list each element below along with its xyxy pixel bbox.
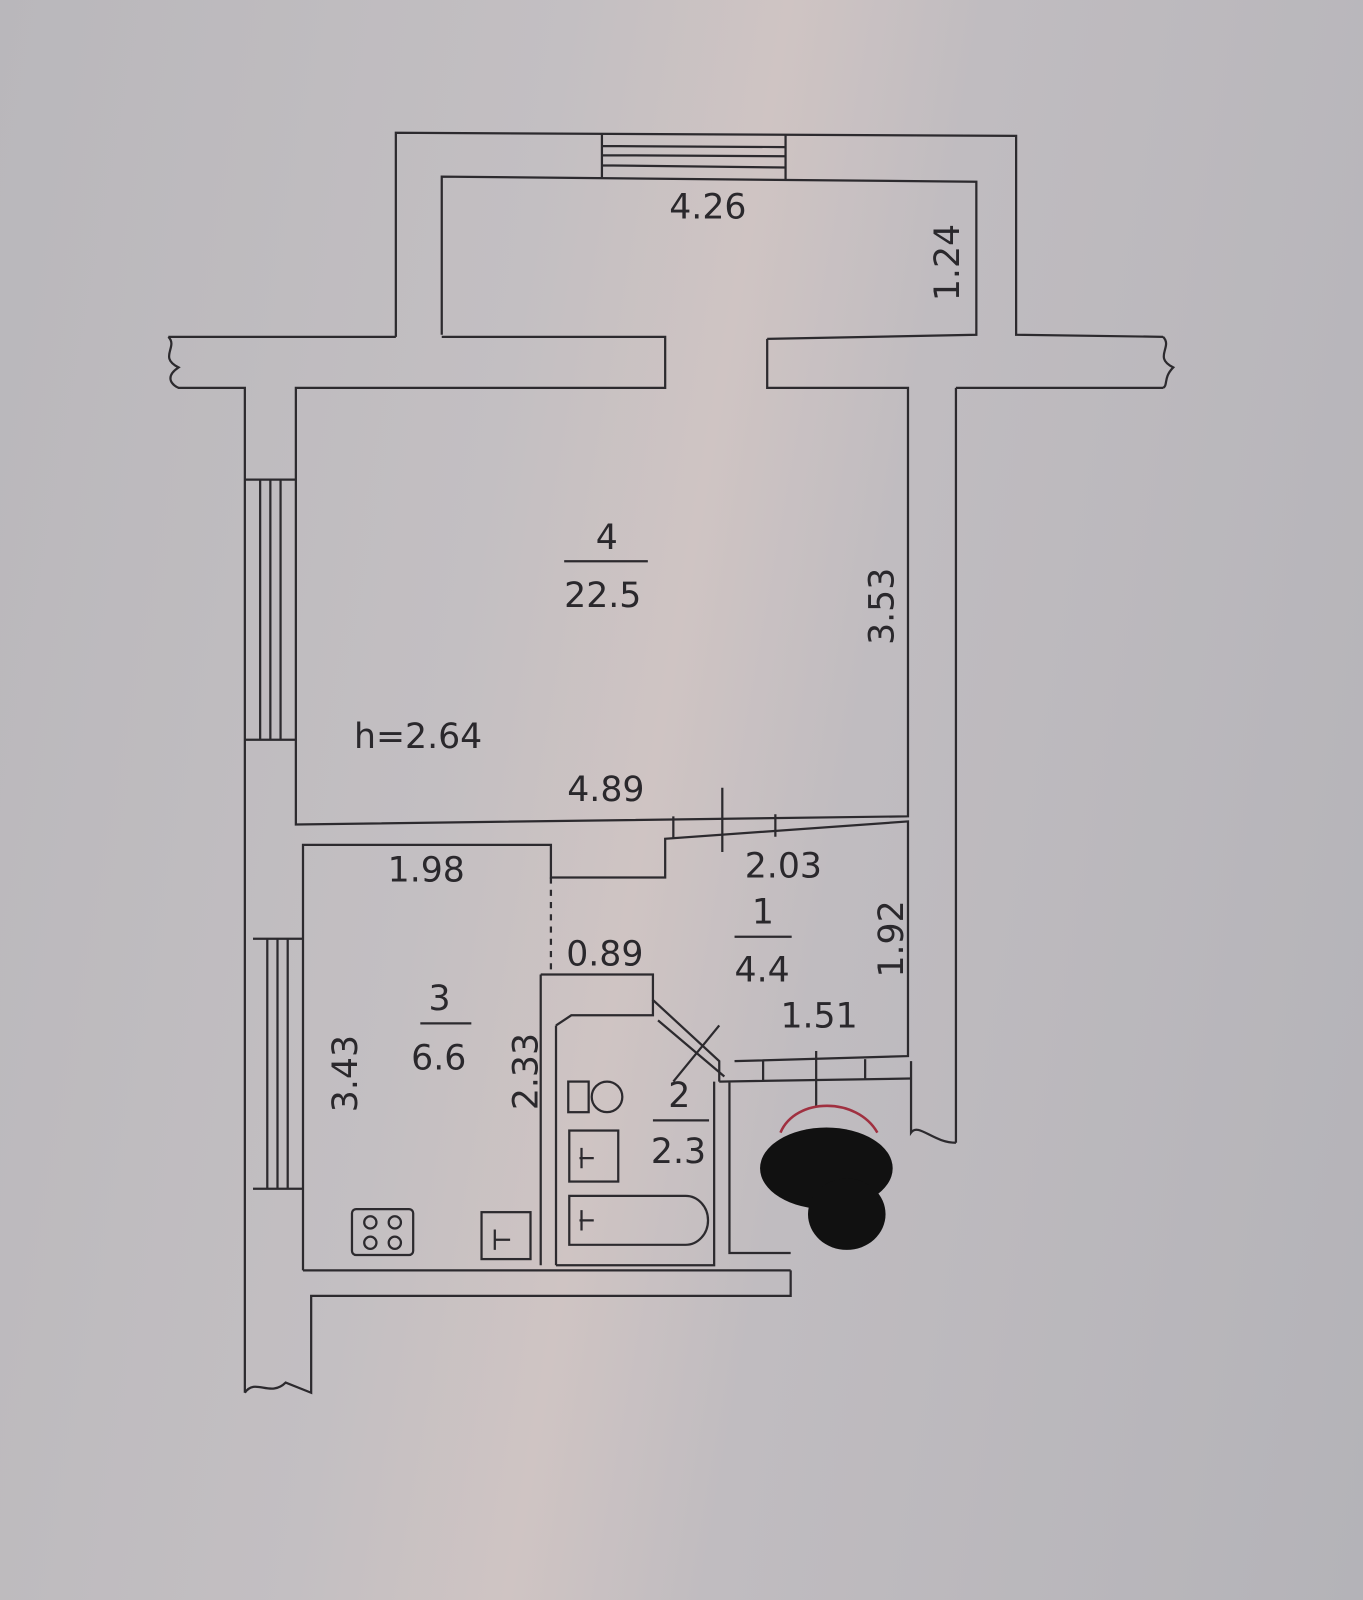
window-room-3 xyxy=(253,937,304,1190)
stove-icon xyxy=(350,1207,415,1257)
window-room-4 xyxy=(244,478,296,741)
balcony xyxy=(394,131,1164,340)
room-4-length: 3.53 xyxy=(863,568,903,645)
room-1-number: 1 xyxy=(752,892,774,932)
room-3-number: 3 xyxy=(428,979,450,1019)
room-3-width: 1.98 xyxy=(388,851,465,891)
entrance-door xyxy=(760,1050,893,1250)
room-3-side: 2.33 xyxy=(507,1033,547,1110)
room-1-area: 4.4 xyxy=(735,951,790,991)
room-3-area: 6.6 xyxy=(411,1038,466,1078)
room-1-opening: 0.89 xyxy=(566,934,643,974)
balcony-depth: 1.24 xyxy=(928,224,968,301)
room-2-area: 2.3 xyxy=(651,1132,706,1172)
walls xyxy=(167,335,1176,1395)
toilet-icon xyxy=(567,1080,624,1114)
room-4-area: 22.5 xyxy=(564,576,641,616)
room-1-length: 1.92 xyxy=(872,900,912,977)
room-1-width: 2.03 xyxy=(745,847,822,887)
room-1-bottom: 1.51 xyxy=(780,997,857,1037)
balcony-window xyxy=(600,133,787,180)
door-bathroom xyxy=(657,1019,726,1083)
room-4-width: 4.89 xyxy=(567,770,644,810)
room-4-number: 4 xyxy=(596,518,618,558)
door-room-4 xyxy=(672,787,777,853)
balcony-width: 4.26 xyxy=(669,187,746,227)
redaction-blot xyxy=(760,1127,893,1250)
kitchen-sink-icon xyxy=(480,1211,532,1261)
bathroom-sink-icon xyxy=(568,1129,620,1183)
ceiling-height: h=2.64 xyxy=(354,717,482,757)
room-2-number: 2 xyxy=(668,1076,690,1116)
bathtub-icon xyxy=(568,1194,710,1246)
room-3-length: 3.43 xyxy=(326,1035,366,1112)
